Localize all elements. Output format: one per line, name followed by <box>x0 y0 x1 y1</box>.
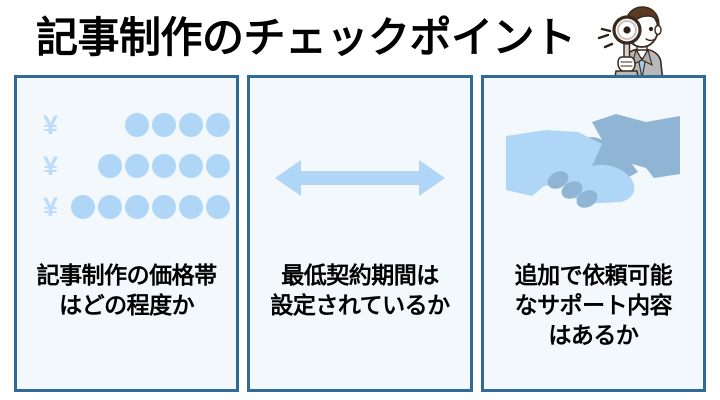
coin-dot <box>206 195 231 219</box>
coin-dot <box>152 113 177 137</box>
panel-caption-line: はどの程度か <box>59 292 195 318</box>
coin-dot <box>206 113 231 137</box>
panel-caption-line: 設定されているか <box>270 292 450 318</box>
panel-caption-line: はあるか <box>548 322 639 348</box>
double-headed-arrow-icon <box>274 156 445 200</box>
coin-dot <box>206 154 231 178</box>
coin-dot <box>71 195 96 219</box>
panel-caption-line: 最低契約期間は <box>281 262 439 288</box>
yen-coin-rows: ¥ ¥ ¥ <box>17 110 231 222</box>
panel-caption: 追加で依頼可能 なサポート内容 はあるか <box>484 260 703 350</box>
coin-dot <box>98 195 123 219</box>
page-title: 記事制作のチェックポイント <box>36 14 576 61</box>
panel-caption: 記事制作の価格帯 はどの程度か <box>17 260 236 320</box>
panel-caption-line: 記事制作の価格帯 <box>36 262 218 288</box>
panel-caption: 最低契約期間は 設定されているか <box>250 260 469 320</box>
panel-visual-handshake <box>484 78 703 260</box>
yen-icon: ¥ <box>43 192 59 222</box>
page-header: 記事制作のチェックポイント <box>0 0 720 82</box>
yen-coin-row: ¥ <box>17 151 231 181</box>
checkpoint-panel-row: ¥ ¥ ¥ <box>14 75 706 392</box>
panel-visual-double-arrow <box>250 78 469 260</box>
panel-caption-line: 追加で依頼可能 <box>514 262 673 288</box>
coin-dot <box>125 154 150 178</box>
coin-dot <box>179 154 204 178</box>
coin-dot <box>152 195 177 219</box>
coin-dot <box>125 195 150 219</box>
panel-caption-line: なサポート内容 <box>514 292 673 318</box>
yen-coin-row: ¥ <box>17 192 231 222</box>
checkpoint-panel-price-range: ¥ ¥ ¥ <box>14 75 240 392</box>
yen-coin-row: ¥ <box>17 110 231 140</box>
checkpoint-panel-additional-support: 追加で依頼可能 なサポート内容 はあるか <box>480 75 706 392</box>
yen-icon: ¥ <box>43 110 59 140</box>
coin-dot <box>152 154 177 178</box>
coin-dot <box>98 154 123 178</box>
handshake-icon <box>506 100 681 220</box>
coin-dot <box>125 113 150 137</box>
yen-icon: ¥ <box>43 151 59 181</box>
panel-visual-yen-coins: ¥ ¥ ¥ <box>17 78 236 260</box>
coin-dot <box>179 195 204 219</box>
businessman-with-magnifying-glass-icon <box>596 2 688 82</box>
checkpoint-panel-minimum-contract-period: 最低契約期間は 設定されているか <box>247 75 473 392</box>
coin-dot <box>179 113 204 137</box>
